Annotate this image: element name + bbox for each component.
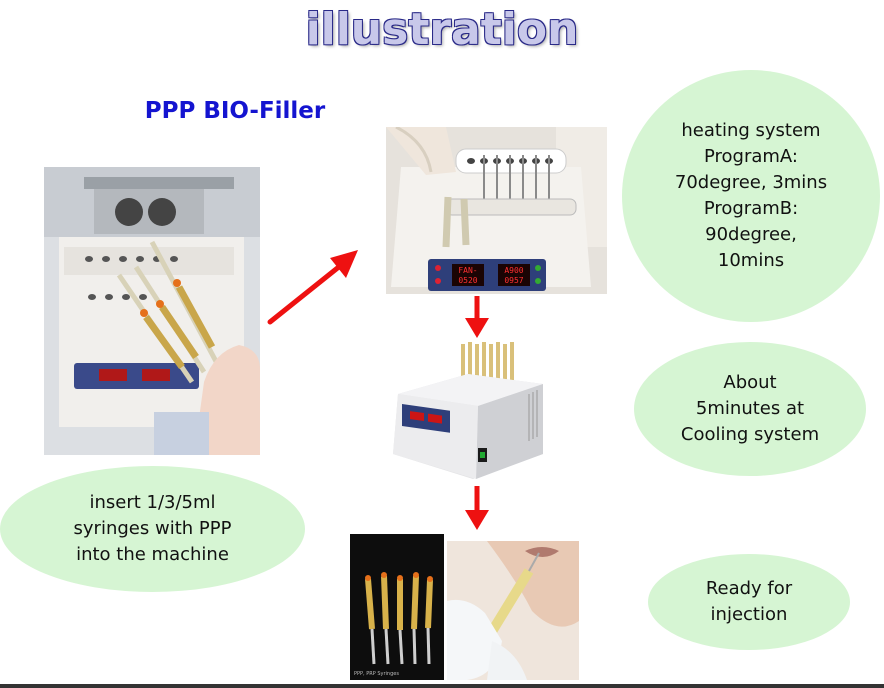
photo-prepared-syringes: PPP, PRP Syringes bbox=[350, 534, 444, 680]
photo-injection bbox=[447, 541, 579, 680]
bottom-divider bbox=[0, 684, 884, 688]
bubble-ready-injection: Ready for injection bbox=[648, 554, 850, 650]
display-bottom-left: 0520 bbox=[458, 276, 477, 285]
bubble-cooling-system: About 5minutes at Cooling system bbox=[634, 342, 866, 476]
bubble-heating-system: heating system ProgramA: 70degree, 3mins… bbox=[622, 70, 880, 322]
photo-cooling-machine bbox=[388, 334, 548, 484]
arrow-cooling-to-injection bbox=[465, 486, 489, 530]
bubble-cooling-text: About 5minutes at Cooling system bbox=[680, 371, 820, 446]
arrow-heating-to-cooling bbox=[465, 296, 489, 338]
arrow-to-heating bbox=[267, 250, 358, 325]
display-top-left: FAN- bbox=[458, 266, 477, 275]
photo-heating-machine: FAN- A900 0520 0957 bbox=[386, 127, 607, 294]
photo-inserting-syringes bbox=[44, 167, 260, 455]
bubble-heating-text: heating system ProgramA: 70degree, 3mins… bbox=[674, 119, 828, 272]
display-bottom-right: 0957 bbox=[504, 276, 523, 285]
bubble-ready-text: Ready for injection bbox=[705, 577, 793, 625]
display-top-right: A900 bbox=[504, 266, 523, 275]
photo-caption: PPP, PRP Syringes bbox=[354, 671, 399, 677]
bubble-insert-text: insert 1/3/5ml syringes with PPP into th… bbox=[73, 491, 232, 566]
product-subtitle: PPP BIO-Filler bbox=[144, 98, 326, 124]
page-title: illustration bbox=[305, 4, 579, 55]
bubble-insert-syringes: insert 1/3/5ml syringes with PPP into th… bbox=[0, 466, 305, 592]
